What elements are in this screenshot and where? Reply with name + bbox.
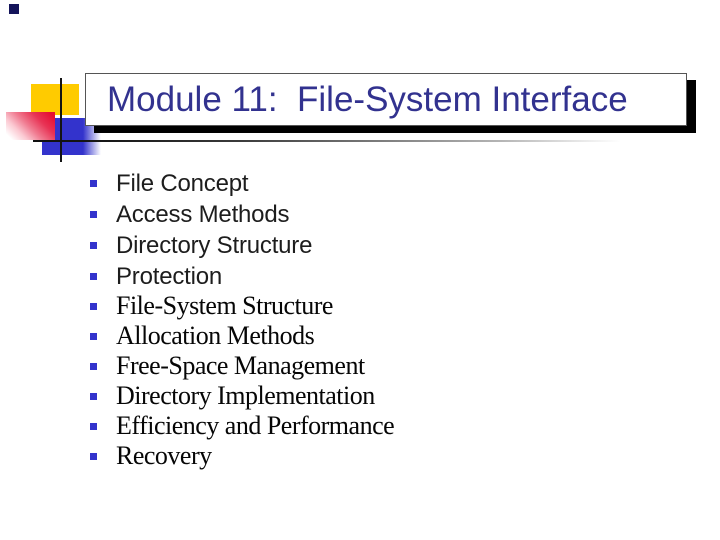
bullet-list-serif: File-System Structure Allocation Methods… — [90, 291, 395, 471]
list-item-label: File Concept — [116, 169, 249, 197]
decor-yellow-square-icon — [31, 84, 79, 115]
slide-title: Module 11: File-System Interface — [107, 79, 628, 119]
list-item: Free-Space Management — [90, 351, 394, 381]
bullet-square-icon — [90, 332, 97, 340]
list-item-label: Free-Space Management — [116, 351, 365, 380]
bullet-square-icon — [90, 422, 97, 430]
list-item: File-System Structure — [90, 291, 394, 321]
list-item-label: Recovery — [116, 441, 212, 470]
list-item: Efficiency and Performance — [90, 411, 395, 441]
corner-navy-square-icon — [9, 4, 19, 14]
bullet-square-icon — [90, 211, 97, 218]
slide-title-box: Module 11: File-System Interface — [85, 73, 687, 126]
list-item-label: Access Methods — [116, 200, 290, 228]
bullet-square-icon — [90, 452, 97, 460]
horizontal-fading-rule — [33, 139, 633, 142]
list-item: Recovery — [90, 441, 394, 471]
bullet-square-icon — [90, 242, 97, 249]
bullet-square-icon — [90, 302, 97, 310]
list-item: Protection — [90, 261, 312, 292]
list-item: Directory Implementation — [90, 381, 394, 411]
list-item: Allocation Methods — [90, 321, 394, 351]
decor-blue-fade-icon — [83, 118, 101, 155]
list-item: File Concept — [90, 168, 312, 199]
list-item-label: Directory Implementation — [116, 381, 375, 410]
list-item-label: Allocation Methods — [116, 321, 315, 350]
bullet-square-icon — [90, 180, 97, 187]
bullet-square-icon — [90, 392, 97, 400]
bullet-list-sans: File Concept Access Methods Directory St… — [90, 168, 312, 292]
list-item-label: Directory Structure — [116, 231, 313, 259]
list-item-label: Efficiency and Performance — [116, 411, 395, 440]
vertical-crosshair-line — [59, 78, 62, 162]
list-item-label: Protection — [116, 262, 223, 290]
list-item: Directory Structure — [90, 230, 312, 261]
list-item-label: File-System Structure — [116, 291, 333, 320]
list-item: Access Methods — [90, 199, 312, 230]
bullet-square-icon — [90, 273, 97, 280]
decor-red-square-icon — [6, 112, 55, 140]
bullet-square-icon — [90, 362, 97, 370]
